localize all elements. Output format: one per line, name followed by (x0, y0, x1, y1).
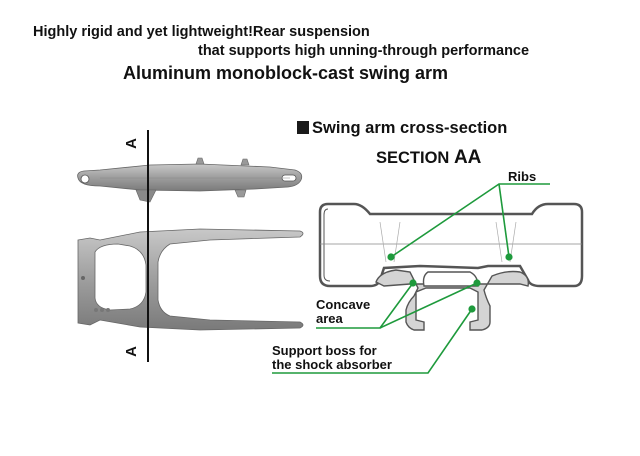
subtitle-line-2: that supports high unning-through perfor… (198, 43, 530, 59)
ribs-label: Ribs (508, 169, 537, 184)
cross-section-heading-text: Swing arm cross-section (312, 119, 508, 137)
page-title: Aluminum monoblock-cast swing arm (123, 63, 449, 83)
support-boss-marker (468, 305, 476, 313)
section-prefix: SECTION (376, 149, 454, 167)
cut-marker-top: A (122, 138, 140, 149)
concave-label-line-1: Concave (316, 297, 371, 312)
concave-area-label: Concave area (316, 298, 370, 326)
support-leader (272, 308, 473, 374)
ribs-leader-left (390, 183, 550, 258)
ribs-leader-right (498, 183, 510, 258)
callout-dots (387, 253, 513, 313)
support-label-line-2: the shock absorber (272, 357, 392, 372)
concave-marker-right (473, 279, 481, 287)
section-id: AA (453, 147, 482, 168)
support-label-line-1: Support boss for (272, 343, 377, 358)
cross-section-heading: Swing arm cross-section (297, 120, 507, 137)
cross-section-drawing (318, 202, 584, 331)
section-label: SECTION AA (376, 148, 481, 167)
square-bullet-icon (297, 121, 309, 134)
concave-marker-left (409, 279, 417, 287)
cut-marker-bottom: A (122, 346, 140, 357)
subtitle-line-1: Highly rigid and yet lightweight!Rear su… (33, 24, 370, 40)
swing-arm-top-view (77, 228, 304, 331)
rib-marker-left (387, 253, 395, 261)
swing-arm-side-view (77, 157, 303, 203)
concave-leader-right (379, 282, 478, 329)
support-boss-label: Support boss for the shock absorber (272, 344, 392, 372)
rib-marker-right (505, 253, 513, 261)
concave-label-line-2: area (316, 311, 343, 326)
callout-lines (272, 183, 550, 374)
